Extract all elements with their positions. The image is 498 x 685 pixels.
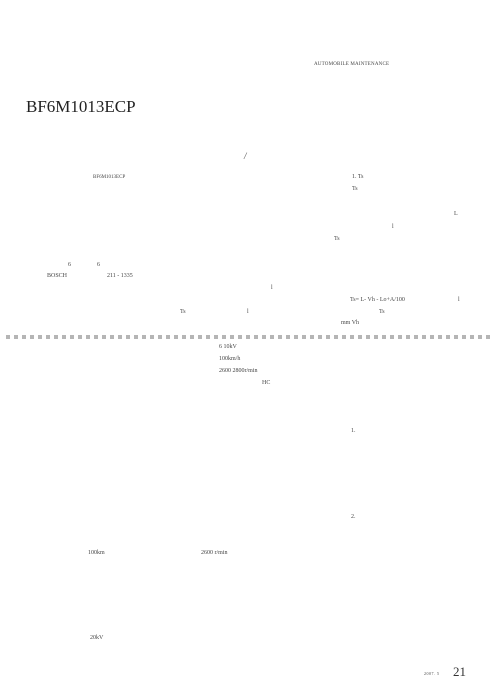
model-reference: BF6M1013ECP (93, 175, 126, 180)
brand-bosch: BOSCH (47, 273, 68, 279)
list-item-1: 1. (351, 428, 356, 434)
text-six-a: 6 (68, 262, 71, 268)
text-six-b: 6 (97, 262, 100, 268)
voltage-label: 20kV (90, 635, 104, 641)
right-item-1-ts: 1. Ts (352, 174, 364, 180)
article-title: BF6M1013ECP (26, 97, 136, 116)
voltage-range: 6 10kV (219, 344, 237, 350)
formula-l: l (458, 297, 460, 303)
section-header: AUTOMOBILE MAINTENANCE (314, 62, 390, 67)
title-slash: / (244, 151, 247, 161)
issue-date: 2007. 5 (424, 671, 440, 676)
units-label: mm Vh (341, 320, 360, 326)
ts-label: Ts (180, 309, 186, 315)
rpm-label: 2600 r/min (201, 550, 228, 556)
hc-label: HC (262, 380, 271, 386)
right-l-upper: L (454, 211, 458, 217)
engine-rpm-range: 2600 2800r/min (219, 368, 258, 374)
text-l-mark-2: l (247, 309, 249, 315)
right-l-lower: l (392, 224, 394, 230)
right-ts-3: Ts (379, 309, 385, 315)
page-divider (6, 335, 492, 339)
right-ts-2: Ts (334, 236, 340, 242)
part-number: 211 - 1335 (107, 273, 133, 279)
list-item-2: 2. (351, 514, 356, 520)
distance-label: 100km (88, 550, 105, 556)
text-l-mark: l (271, 285, 273, 291)
page-number: 21 (453, 664, 466, 679)
vehicle-speed: 100km/h (219, 356, 241, 362)
formula: Ts= L- Vh - Lo+A/100 (350, 297, 405, 303)
right-ts-1: Ts (352, 186, 358, 192)
